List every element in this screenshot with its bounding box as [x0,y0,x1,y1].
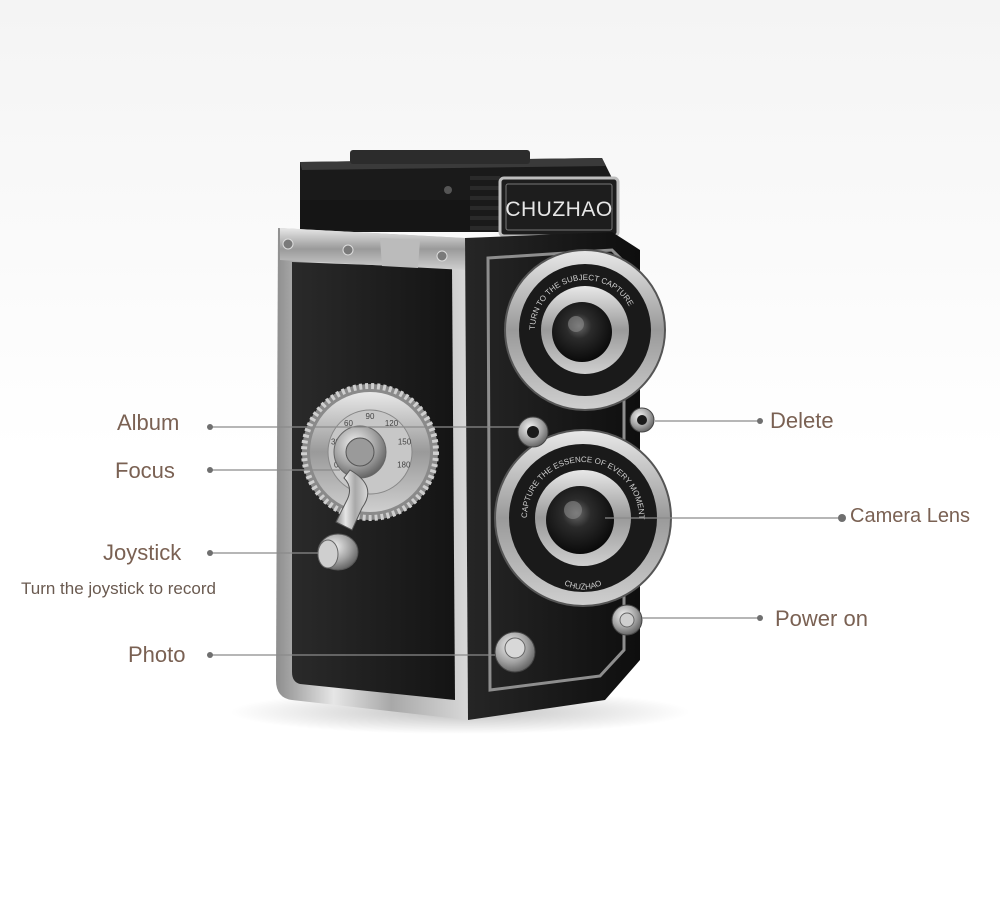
brand-badge: CHUZHAO [498,176,620,238]
leader-dots [207,418,846,658]
dial-number: 90 [366,412,375,421]
camera-lens-label: Camera Lens [850,505,971,527]
album-label: Album [117,410,180,435]
album-button [517,416,549,448]
dial-number: 120 [385,419,399,428]
delete-label: Delete [770,408,834,433]
joystick-note: Turn the joystick to record [21,579,216,598]
joystick-label: Joystick [103,540,182,565]
lens-maker-text: CHUZHAO [563,578,603,591]
focus-label: Focus [115,458,175,483]
camera-lens: CAPTURE THE ESSENCE OF EVERY MOMENT CHUZ… [494,429,672,607]
joystick-crank [317,469,369,571]
power-on-label: Power on [775,606,868,631]
leader-lines [210,420,842,656]
delete-button [629,407,655,433]
svg-text:CHUZHAO: CHUZHAO [563,578,603,591]
dial-number: 60 [344,419,353,428]
brand-text: CHUZHAO [505,198,612,221]
photo-button [494,631,536,673]
focus-dial: 0306090120150180 [301,383,439,521]
dial-number: 0 [334,460,339,469]
viewing-lens: TURN TO THE SUBJECT CAPTURE [504,249,666,411]
dial-number: 180 [397,460,411,469]
power-button [611,604,643,636]
dial-number: 150 [398,438,412,447]
photo-label: Photo [128,642,186,667]
